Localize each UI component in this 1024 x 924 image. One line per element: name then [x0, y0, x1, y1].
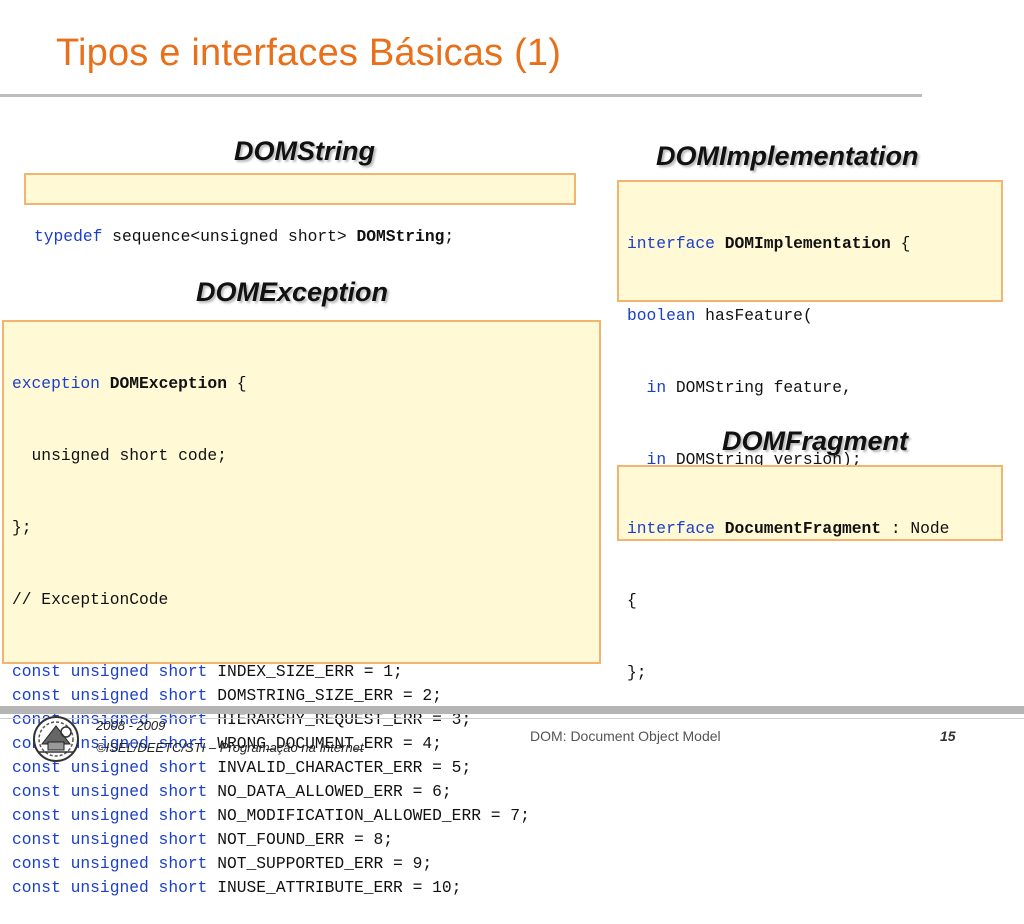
code-keyword: interface — [627, 519, 715, 538]
constant-name: NOT_FOUND_ERR = 8; — [207, 830, 394, 849]
code-keyword: const unsigned short — [12, 854, 208, 873]
domstring-code-box: typedef sequence<unsigned short> DOMStri… — [24, 173, 576, 246]
constant-name: INUSE_ATTRIBUTE_ERR = 10; — [207, 878, 462, 897]
code-line: interface DOMImplementation { — [627, 232, 993, 256]
footer-organization: ©ISEL/DEETC/STI – Programação na Interne… — [96, 740, 364, 755]
page-number: 15 — [940, 728, 956, 744]
domstring-heading: DOMString — [234, 136, 375, 166]
code-type-name: DocumentFragment — [724, 519, 882, 538]
isel-logo-icon — [33, 716, 79, 762]
code-type-name: DOMString — [356, 227, 445, 246]
code-text: hasFeature( — [695, 306, 813, 325]
constant-name: WRONG_DOCUMENT_ERR = 4; — [207, 734, 442, 753]
code-indent — [627, 378, 647, 397]
footer-divider — [0, 718, 1024, 719]
code-line: boolean hasFeature( — [627, 304, 993, 328]
code-keyword: const unsigned short — [12, 710, 208, 729]
code-line: }; — [12, 518, 32, 537]
code-keyword: interface — [627, 234, 715, 253]
code-keyword: const unsigned short — [12, 686, 208, 705]
constant-line: const unsigned short HIERARCHY_REQUEST_E… — [12, 708, 591, 732]
constant-line: const unsigned short NO_DATA_ALLOWED_ERR… — [12, 780, 591, 804]
code-line: exception DOMException { — [12, 372, 591, 396]
code-keyword: in — [646, 450, 667, 469]
constant-line: const unsigned short NO_MODIFICATION_ALL… — [12, 804, 591, 828]
code-keyword: exception — [12, 374, 100, 393]
code-line: }; — [627, 663, 647, 682]
code-line: unsigned short code; — [12, 446, 227, 465]
constant-name: NO_DATA_ALLOWED_ERR = 6; — [207, 782, 452, 801]
domfragment-heading: DOMFragment — [722, 426, 909, 456]
constant-name: DOMSTRING_SIZE_ERR = 2; — [207, 686, 442, 705]
title-divider — [0, 94, 922, 97]
footer-years: 2008 - 2009 — [96, 718, 166, 733]
constant-name: INDEX_SIZE_ERR = 1; — [207, 662, 403, 681]
slide-title: Tipos e interfaces Básicas (1) — [56, 32, 562, 74]
constant-line: const unsigned short NOT_FOUND_ERR = 8; — [12, 828, 591, 852]
code-keyword: const unsigned short — [12, 662, 208, 681]
footer-course-title: DOM: Document Object Model — [530, 728, 721, 744]
constants-list: const unsigned short INDEX_SIZE_ERR = 1;… — [12, 660, 591, 900]
domimplementation-code-box: interface DOMImplementation { boolean ha… — [617, 180, 1003, 541]
code-text: ; — [444, 227, 455, 246]
domexception-heading: DOMException — [196, 277, 389, 307]
code-line: in DOMString version); — [627, 448, 993, 472]
code-keyword: const unsigned short — [12, 878, 208, 897]
code-line: { — [627, 591, 637, 610]
code-keyword: const unsigned short — [12, 830, 208, 849]
domimplementation-heading: DOMImplementation — [656, 141, 919, 171]
domexception-code-box: exception DOMException { unsigned short … — [2, 320, 601, 897]
code-text: sequence<unsigned short> — [102, 227, 357, 246]
constant-line: const unsigned short INUSE_ATTRIBUTE_ERR… — [12, 876, 591, 900]
code-line: typedef sequence<unsigned short> DOMStri… — [34, 225, 566, 249]
constant-name: HIERARCHY_REQUEST_ERR = 3; — [207, 710, 472, 729]
code-type-name: DOMImplementation — [724, 234, 891, 253]
constant-line: const unsigned short NOT_SUPPORTED_ERR =… — [12, 852, 591, 876]
code-text: { — [890, 234, 911, 253]
constant-name: NOT_SUPPORTED_ERR = 9; — [207, 854, 433, 873]
code-line: interface DocumentFragment : Node — [627, 517, 993, 541]
code-text: DOMString version); — [666, 450, 862, 469]
constant-line: const unsigned short INVALID_CHARACTER_E… — [12, 756, 591, 780]
code-keyword: const unsigned short — [12, 806, 208, 825]
constant-name: NO_MODIFICATION_ALLOWED_ERR = 7; — [207, 806, 530, 825]
code-text: DOMString feature, — [666, 378, 852, 397]
constant-line: const unsigned short DOMSTRING_SIZE_ERR … — [12, 684, 591, 708]
footer-bar — [0, 706, 1024, 714]
code-comment: // ExceptionCode — [12, 590, 169, 609]
code-keyword: const unsigned short — [12, 782, 208, 801]
code-type-name: DOMException — [109, 374, 227, 393]
code-text: { — [226, 374, 247, 393]
constant-line: const unsigned short INDEX_SIZE_ERR = 1; — [12, 660, 591, 684]
code-keyword: boolean — [627, 306, 696, 325]
code-keyword: typedef — [34, 227, 103, 246]
code-line: in DOMString feature, — [627, 376, 993, 400]
code-keyword: in — [646, 378, 667, 397]
domfragment-code-box: interface DocumentFragment : Node { }; — [617, 465, 1003, 682]
code-text: : Node — [881, 519, 950, 538]
code-text — [715, 519, 725, 538]
